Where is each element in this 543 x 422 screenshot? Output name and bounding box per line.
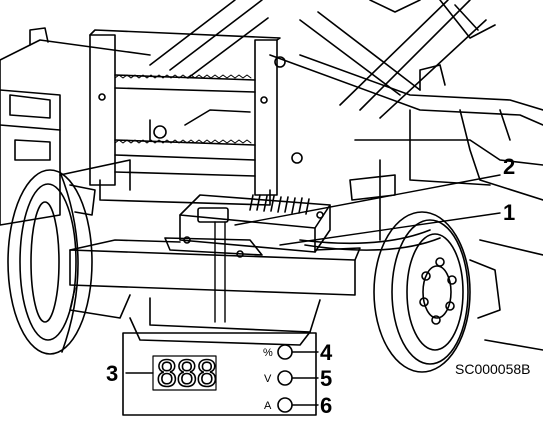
right-wheel — [373, 211, 543, 373]
cable-lines — [299, 229, 441, 251]
leader-lines — [125, 174, 501, 406]
indicator-symbol-volt: V — [264, 373, 272, 385]
figure-code: SC000058B — [455, 361, 531, 377]
callout-1: 1 — [503, 200, 515, 225]
chassis-frame — [0, 27, 543, 241]
amperage-indicator-icon — [277, 397, 293, 413]
display-panel — [122, 332, 317, 416]
voltage-indicator-icon — [277, 370, 293, 386]
percent-indicator-icon — [277, 344, 293, 360]
callout-3: 3 — [106, 361, 118, 386]
led-digit: 8 — [196, 354, 218, 395]
led-digits: 8 8 8 — [155, 353, 218, 396]
scissor-arms — [149, 0, 496, 119]
left-wheel — [7, 169, 96, 355]
callout-6: 6 — [320, 393, 332, 418]
indicator-symbol-percent: % — [263, 347, 273, 359]
led-digit: 8 — [156, 354, 178, 395]
led-digit: 8 — [176, 354, 198, 395]
callout-4: 4 — [320, 340, 333, 365]
callout-2: 2 — [503, 154, 515, 179]
ladder-rungs — [114, 74, 252, 144]
front-ladder — [89, 29, 303, 206]
callout-5: 5 — [320, 366, 332, 391]
indicator-symbol-amp: A — [264, 400, 272, 412]
